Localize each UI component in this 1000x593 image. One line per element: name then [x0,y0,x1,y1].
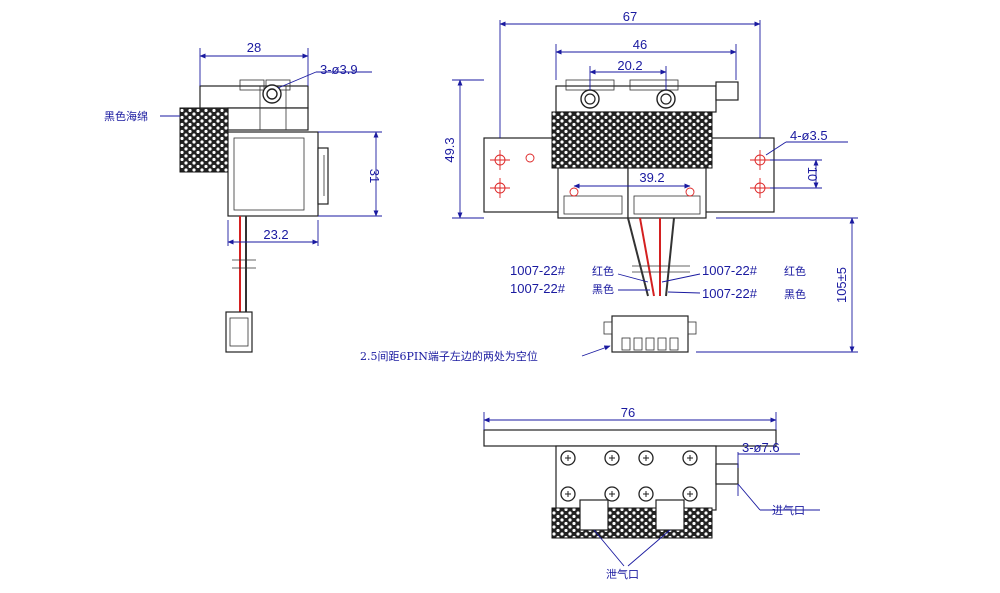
wire3-spec-label: 1007-22# [702,263,758,278]
front-view: 67 46 20.2 4-ø3.5 10 39.2 49.3 105±5 [360,9,858,363]
connector-note-label: 2.5间距6PIN端子左边的两处为空位 [360,349,538,363]
side-solenoid-body [227,131,319,217]
front-height-label: 49.3 [442,137,457,162]
front-connector [611,315,689,353]
bottom-foam-block [551,507,713,539]
foam-label: 黑色海绵 [104,109,148,123]
side-height-label: 31 [367,169,382,183]
front-foam-block [551,111,713,169]
wire3-color-label: 红色 [784,264,806,278]
front-inner-width-label: 39.2 [639,170,664,185]
port-icon [560,450,698,502]
bottom-plate-width-label: 76 [621,405,635,420]
side-width-top-label: 28 [247,40,261,55]
front-wire-length-label: 105±5 [834,267,849,303]
wire1-color-label: 红色 [592,264,614,278]
bottom-ports-label: 3-ø7.6 [742,440,780,455]
exhaust-label: 泄气口 [606,567,639,581]
front-hole-pitch-label: 20.2 [617,58,642,73]
wire4-color-label: 黑色 [784,287,806,301]
front-hole-spacing-label: 10 [805,167,820,181]
wire2-color-label: 黑色 [592,282,614,296]
front-body-width-label: 46 [633,37,647,52]
side-holes-label: 3-ø3.9 [320,62,358,77]
bottom-view: 76 3-ø7.6 进气口 泄气口 [483,405,820,581]
inlet-label: 进气口 [772,503,805,517]
bottom-mount-plate [483,429,777,447]
mount-hole-icon [490,150,770,198]
front-mount-holes-label: 4-ø3.5 [790,128,828,143]
wire1-spec-label: 1007-22# [510,263,566,278]
side-foam-block [179,107,229,173]
wire4-spec-label: 1007-22# [702,286,758,301]
front-overall-width-label: 67 [623,9,637,24]
wire2-spec-label: 1007-22# [510,281,566,296]
side-width-bottom-label: 23.2 [263,227,288,242]
side-valve-head [199,85,309,109]
side-view: 28 3-ø3.9 黑色海绵 31 23.2 [104,40,382,353]
